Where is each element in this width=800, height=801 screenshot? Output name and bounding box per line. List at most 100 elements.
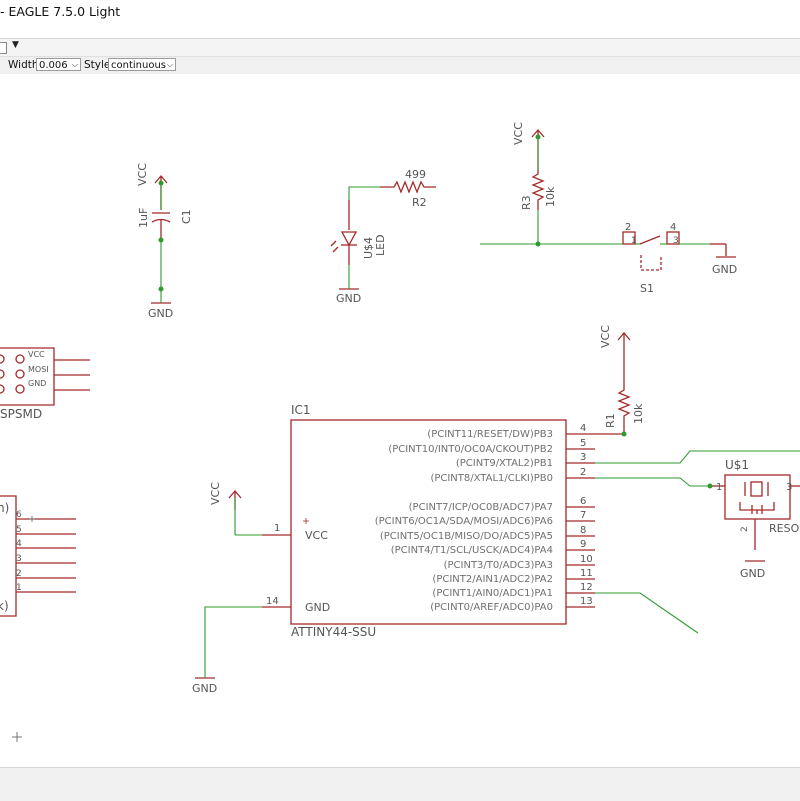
led-value-label: LED [374,234,387,256]
header-pin-2: 2 [16,569,22,579]
junctions [158,134,713,489]
r1-value-label: 10k [632,403,645,424]
isp-connector [0,347,90,406]
ic1-name-label: IC1 [291,403,311,417]
schematic-canvas[interactable]: VCC 1uF C1 GND 499 R2 U$4 LED GND VCC R3… [0,74,800,767]
r3-vcc-label: VCC [512,122,525,145]
isp-pin-mosi: MOSI [28,365,49,374]
header-pin-3: 3 [16,554,22,564]
ic1-pin-label: (PCINT9/XTAL2)PB1 [456,458,553,469]
schematic-drawing[interactable]: VCC 1uF C1 GND 499 R2 U$4 LED GND VCC R3… [0,74,800,767]
isp-name-label: SPSMD [0,407,42,421]
status-bar [0,767,800,801]
chevron-down-icon: ⌵ [166,60,173,69]
ic1-pin-label: (PCINT10/INT0/OC0A/CKOUT)PB2 [388,444,553,455]
title-bar: - EAGLE 7.5.0 Light [0,0,800,36]
ic1-pin-1: 1 [274,523,280,534]
s1-pin-2: 2 [625,222,631,233]
ic1-pin-number: 3 [580,452,586,463]
led-name-label: U$4 [362,237,375,259]
ic1-pin-number: 8 [580,525,586,536]
c1-value-label: 1uF [137,208,150,228]
ic1-pin-label: (PCINT3/T0/ADC3)PA3 [444,560,553,571]
header-bottom-label: k) [0,599,9,613]
ic1-pin-number: 12 [580,582,593,593]
ic1-pin-label: (PCINT7/ICP/OC0B/ADC7)PA7 [409,502,553,513]
ic1-gnd-label: GND [192,682,217,695]
ic1-pin-label: (PCINT5/OC1B/MISO/DO/ADC5)PA5 [380,531,553,542]
u1-value-label: RESO [769,522,800,535]
switch-s1 [622,231,736,271]
ic1-pin-number: 6 [580,496,586,507]
r2-name-label: R2 [412,196,427,209]
s1-gnd-label: GND [712,263,737,276]
ic1-gnd-pin-label: GND [305,601,330,614]
header-pin-5: 5 [16,525,22,535]
resistor-r1 [595,332,631,435]
s1-name-label: S1 [640,282,654,295]
ic1-pin-number: 10 [580,554,593,565]
nets [160,137,800,678]
width-select[interactable]: 0.006 ⌵ [36,58,81,71]
s1-pin-4: 4 [670,222,676,233]
origin-markers [12,516,35,742]
ic1-pin-number: 7 [580,510,586,521]
s1-pin-1: 1 [631,236,637,246]
header-pin-4: 4 [16,539,22,549]
ic1-pin-number: 9 [580,539,586,550]
ic1-pin-number: 2 [580,467,586,478]
ic1-pin-label: (PCINT0/AREF/ADC0)PA0 [430,602,553,613]
resistor-r2 [380,180,436,194]
u1-gnd-label: GND [740,567,765,580]
ic1-value-label: ATTINY44-SSU [291,625,376,639]
u1-pin-2: 2 [740,526,750,532]
ic1-pin-number: 4 [580,423,586,434]
width-label: Width: [8,59,43,71]
isp-pin-vcc: VCC [28,350,45,359]
r2-value-label: 499 [405,168,426,181]
header-pin-6: 6 [16,510,22,520]
resonator-u1 [710,474,800,562]
header-connector [0,495,76,617]
ic1-body [195,419,595,679]
ic1-pin-label: (PCINT2/AIN1/ADC2)PA2 [432,574,553,585]
toolbar-button[interactable] [0,42,7,54]
ic1-origin-marker [303,518,309,524]
ic1-pin-label: (PCINT4/T1/SCL/USCK/ADC4)PA4 [391,545,553,556]
isp-pin-gnd: GND [28,379,46,388]
led-u4 [330,200,359,290]
ic1-pin-14: 14 [266,596,279,607]
style-select[interactable]: continuous ⌵ [108,58,176,71]
window-title: - EAGLE 7.5.0 Light [0,4,121,19]
u1-pin-3: 3 [786,482,792,493]
ic1-vcc-label: VCC [209,482,222,505]
led-gnd-label: GND [336,292,361,305]
ic1-pin-label: (PCINT1/AIN0/ADC1)PA1 [432,588,553,599]
ic1-pin-label: (PCINT11/RESET/DW)PB3 [427,429,553,440]
style-value: continuous [111,60,166,71]
style-label: Style: [84,59,114,71]
s1-pin-3: 3 [673,236,679,246]
ic1-vcc-pin-label: VCC [305,529,328,542]
r1-vcc-label: VCC [599,325,612,348]
ic1-pin-label: (PCINT8/XTAL1/CLKI)PB0 [430,473,553,484]
c1-gnd-label: GND [148,307,173,320]
ic1-pin-label: (PCINT6/OC1A/SDA/MOSI/ADC6)PA6 [375,516,553,527]
ic1-pin-number: 13 [580,596,593,607]
header-pin-1: 1 [16,583,22,593]
ic1-pin-number: 5 [580,438,586,449]
c1-vcc-label: VCC [136,163,149,186]
u1-name-label: U$1 [725,458,749,472]
chevron-down-icon: ⌵ [71,60,78,69]
r3-name-label: R3 [520,195,533,210]
width-value: 0.006 [39,60,68,71]
c1-name-label: C1 [180,209,193,224]
dropdown-arrow-icon[interactable]: ▼ [12,40,19,50]
r3-value-label: 10k [544,186,557,207]
ic1-pin-number: 11 [580,568,593,579]
toolbar-row: ▼ [0,38,800,56]
parameter-toolbar: Width: 0.006 ⌵ Style: continuous ⌵ [0,56,800,75]
header-top-label: n) [0,501,9,515]
u1-pin-1: 1 [716,482,722,493]
r1-name-label: R1 [604,413,617,428]
